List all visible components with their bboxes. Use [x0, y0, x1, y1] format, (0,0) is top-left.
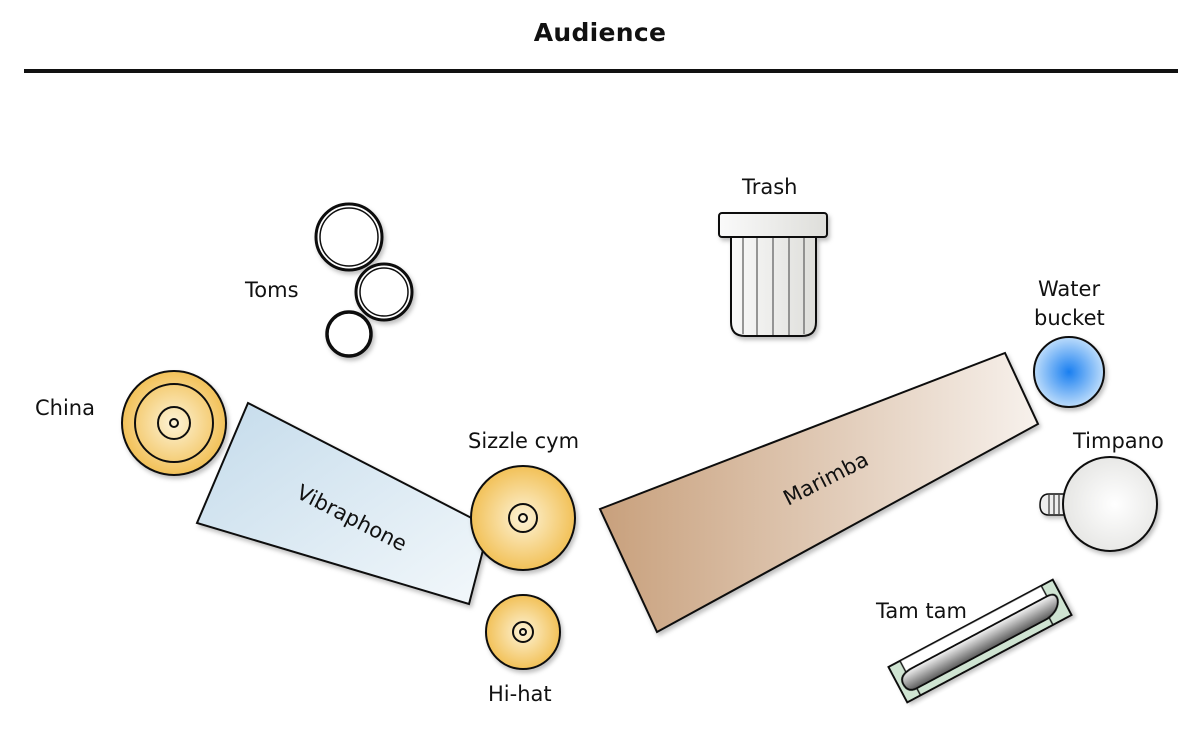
water-bucket-label-line2: bucket	[1034, 306, 1105, 330]
trash-label: Trash	[741, 175, 798, 199]
water-bucket-label-line1: Water	[1038, 277, 1100, 301]
tom-small	[325, 310, 373, 358]
stage-front-line	[24, 69, 1178, 73]
tom-medium	[354, 262, 414, 322]
audience-label: Audience	[533, 18, 667, 47]
tom-large	[314, 202, 384, 272]
hi-hat-label: Hi-hat	[488, 682, 552, 706]
toms	[314, 202, 414, 358]
tam-tam	[887, 578, 1073, 704]
china-label: China	[35, 396, 95, 420]
toms-label: Toms	[244, 278, 299, 302]
sizzle-cymbal	[470, 465, 576, 571]
tam-tam-label: Tam tam	[875, 599, 967, 623]
marimba	[598, 351, 1040, 634]
trash-can	[718, 212, 828, 337]
sizzle-cymbal-label: Sizzle cym	[468, 429, 579, 453]
timpano-label: Timpano	[1072, 429, 1164, 453]
vibraphone	[195, 401, 491, 606]
water-bucket	[1033, 336, 1105, 408]
china-cymbal	[121, 370, 227, 476]
timpano	[1039, 456, 1158, 552]
hi-hat	[485, 594, 561, 670]
